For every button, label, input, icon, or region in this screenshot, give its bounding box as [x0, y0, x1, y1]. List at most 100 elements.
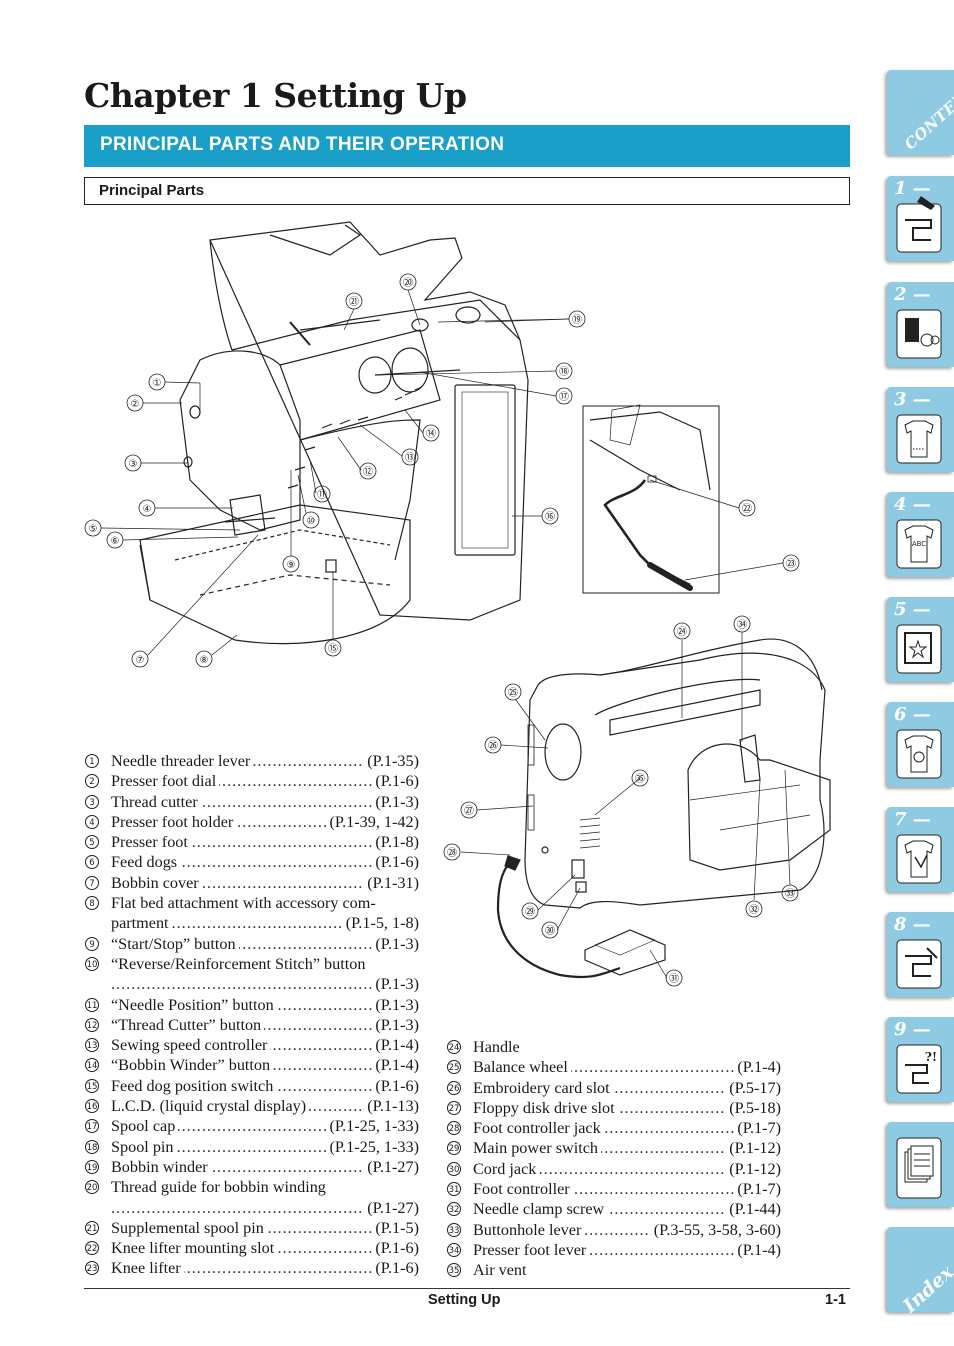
part-number-badge: 3 — [85, 794, 99, 809]
tab-contents[interactable]: CONTENTS — [887, 70, 954, 155]
embroidered-shirt-icon: ABC — [896, 519, 942, 569]
tab-chapter-5[interactable]: 5 — — [887, 597, 954, 682]
part-number-badge: 24 — [447, 1040, 461, 1054]
part-list-item: 26......................................… — [447, 1077, 781, 1098]
callout-35: ㉟ — [631, 769, 649, 787]
part-list-item: 28......................................… — [447, 1118, 781, 1139]
subsection-title: Principal Parts — [99, 182, 205, 199]
part-list-item: 31......................................… — [447, 1179, 781, 1200]
dot-leader: ........................................… — [111, 914, 419, 933]
page-reference: (P.5-17) — [726, 1077, 781, 1098]
part-number-badge: 35 — [447, 1263, 461, 1278]
callout-7: ⑦ — [131, 650, 149, 668]
tab-chapter-3-label: 3 — — [894, 389, 931, 410]
part-label: Thread cutter — [111, 791, 201, 812]
svg-text:㉝: ㉝ — [785, 888, 795, 900]
part-list-item: 25......................................… — [447, 1057, 781, 1078]
part-list-item: 21......................................… — [85, 1217, 419, 1239]
part-label: Cord jack — [473, 1158, 540, 1180]
part-label: L.C.D. (liquid crystal display) — [111, 1096, 310, 1117]
page-reference: (P.1-6) — [372, 1075, 419, 1097]
page-reference: (P.1-35) — [364, 751, 419, 772]
part-label: Presser foot dial — [111, 771, 220, 792]
tab-chapter-2[interactable]: 2 — — [887, 282, 954, 367]
page-reference: (P.1-3) — [372, 1014, 419, 1036]
tab-chapter-8[interactable]: 8 — — [887, 912, 954, 997]
part-number-badge: 20 — [85, 1180, 99, 1195]
dot-leader: ........................................… — [111, 975, 419, 994]
part-number-badge: 18 — [85, 1139, 99, 1154]
tab-chapter-1-label: 1 — — [894, 178, 931, 199]
part-list-item: 2.......................................… — [85, 771, 419, 792]
knee-lifter-inset — [582, 404, 784, 594]
svg-text:ABC: ABC — [912, 540, 926, 548]
page-reference: (P.1-3) — [372, 974, 419, 995]
svg-text:㉓: ㉓ — [786, 558, 796, 570]
svg-text:㉗: ㉗ — [464, 805, 474, 817]
rear-view-leader-lines — [460, 632, 791, 979]
part-label: Needle threader lever — [111, 751, 254, 772]
part-number-badge: 26 — [447, 1080, 461, 1095]
part-number-badge: 10 — [85, 956, 99, 971]
tab-index[interactable]: Index — [887, 1227, 954, 1317]
tab-chapter-1[interactable]: 1 — — [887, 176, 954, 261]
part-number-badge: 14 — [85, 1058, 99, 1073]
page-reference: (P.1-12) — [726, 1138, 781, 1159]
svg-text:⑩: ⑩ — [307, 516, 316, 527]
part-number-badge: 5 — [85, 835, 99, 850]
part-list-item: 16......................................… — [85, 1096, 419, 1117]
chapter-title: Chapter 1 Setting Up — [84, 76, 467, 115]
parts-list-left: 1.......................................… — [85, 751, 419, 1279]
part-list-item: 32......................................… — [447, 1199, 781, 1220]
page-reference: (P.1-4) — [734, 1239, 781, 1261]
part-list-item: 9.......................................… — [85, 933, 419, 954]
part-list-item: 6.......................................… — [85, 852, 419, 873]
part-label: Sewing speed controller — [111, 1035, 271, 1056]
callout-34: ㉞ — [733, 615, 751, 633]
part-label: Feed dogs — [111, 852, 181, 873]
callout-9: ⑨ — [282, 555, 300, 573]
part-label: Presser foot — [111, 832, 191, 853]
part-list-item: ........................................… — [85, 913, 419, 934]
svg-text:㉛: ㉛ — [669, 973, 679, 985]
part-number-badge: 34 — [447, 1242, 461, 1257]
callout-5: ⑤ — [84, 519, 102, 537]
part-label: Spool pin — [111, 1136, 177, 1157]
svg-text:㉖: ㉖ — [488, 740, 498, 752]
svg-text:⑨: ⑨ — [287, 560, 296, 571]
part-list-item: 4.......................................… — [85, 811, 419, 833]
tab-appendix[interactable] — [887, 1122, 954, 1207]
subsection-box: Principal Parts — [84, 177, 850, 205]
callout-23: ㉓ — [782, 554, 800, 572]
svg-text:⑮: ⑮ — [328, 643, 338, 655]
page-reference: (P.1-12) — [726, 1158, 781, 1180]
callout-19: ⑲ — [568, 310, 586, 328]
callout-8: ⑧ — [195, 650, 213, 668]
part-list-item: 1.......................................… — [85, 751, 419, 772]
callout-33: ㉝ — [781, 884, 799, 902]
footer-divider — [84, 1288, 850, 1289]
part-list-item: 29......................................… — [447, 1138, 781, 1159]
part-label: “Reverse/Reinforcement Stitch” button — [111, 953, 369, 975]
part-label: “Needle Position” button — [111, 994, 277, 1015]
callout-numbers: ① ② ③ ④ ⑤ ⑥ ⑦ ⑧ ⑨ ⑩ ⑪ ⑫ ⑬ ⑭ ⑮ ⑯ ⑰ ⑱ ⑲ ⑳ … — [84, 273, 800, 987]
tab-chapter-6[interactable]: 6 — — [887, 702, 954, 787]
tab-chapter-9[interactable]: 9 — ?! — [887, 1017, 954, 1102]
tab-chapter-7[interactable]: 7 — — [887, 807, 954, 892]
page-reference: (P.1-27) — [364, 1156, 419, 1178]
callout-14: ⑭ — [422, 424, 440, 442]
svg-text:㉟: ㉟ — [635, 773, 645, 785]
part-number-badge: 6 — [85, 855, 99, 870]
tab-chapter-3[interactable]: 3 — — [887, 387, 954, 472]
tab-chapter-4[interactable]: 4 — ABC — [887, 492, 954, 577]
part-number-badge: 33 — [447, 1222, 461, 1237]
tab-contents-label: CONTENTS — [901, 72, 954, 154]
part-list-item: 19......................................… — [85, 1156, 419, 1178]
part-label: Supplemental spool pin — [111, 1217, 267, 1239]
character-shirt-icon — [896, 729, 942, 779]
part-label: Presser foot holder — [111, 811, 237, 833]
